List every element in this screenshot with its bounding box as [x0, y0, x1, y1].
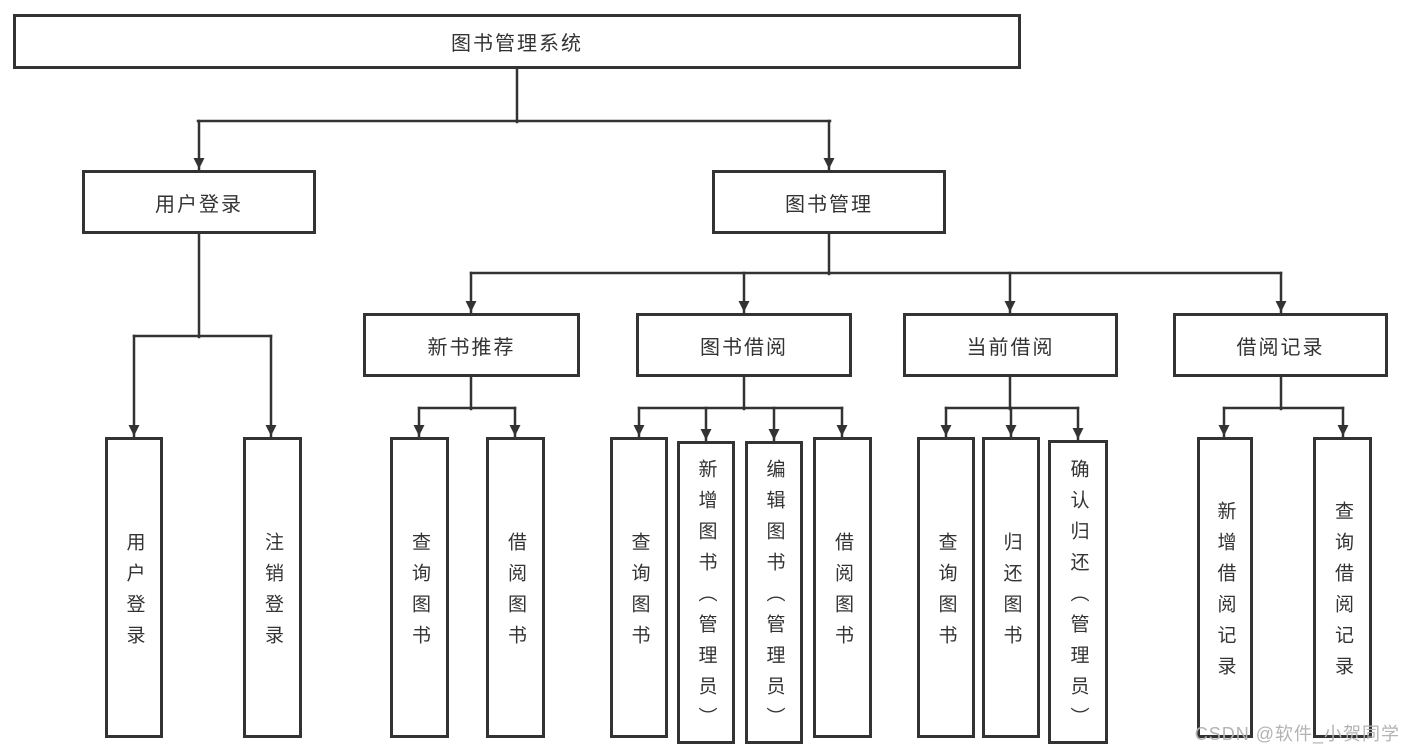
- node-current-borrow: 当前借阅: [903, 313, 1118, 377]
- leaf-query-book: 查询图书: [917, 437, 975, 738]
- leaf-label: 确认归还（管理员）: [1067, 458, 1089, 738]
- leaf-label: 新增图书（管理员）: [695, 459, 717, 738]
- leaf-label: 新增借阅记录: [1214, 500, 1236, 687]
- leaf-logout: 注销登录: [243, 437, 302, 738]
- leaf-return-book: 归还图书: [982, 437, 1040, 738]
- leaf-confirm-return-admin: 确认归还（管理员）: [1048, 440, 1108, 744]
- csdn-watermark: CSDN @软件_小贺同学: [1194, 724, 1400, 744]
- leaf-query-book: 查询图书: [610, 437, 668, 738]
- node-library-system: 图书管理系统: [13, 14, 1021, 69]
- leaf-label: 注销登录: [262, 531, 283, 656]
- node-book-management: 图书管理: [712, 170, 946, 234]
- node-new-book-recommend: 新书推荐: [363, 313, 580, 377]
- leaf-query-borrow-record: 查询借阅记录: [1313, 437, 1372, 738]
- node-user-login: 用户登录: [82, 170, 316, 234]
- leaf-edit-book-admin: 编辑图书（管理员）: [745, 441, 803, 744]
- leaf-label: 借阅图书: [505, 531, 526, 656]
- leaf-label: 用户登录: [123, 531, 145, 656]
- leaf-query-book: 查询图书: [390, 437, 449, 738]
- leaf-label: 借阅图书: [832, 531, 853, 656]
- leaf-borrow-book: 借阅图书: [813, 437, 872, 738]
- leaf-add-book-admin: 新增图书（管理员）: [677, 441, 735, 744]
- leaf-label: 查询图书: [628, 531, 650, 656]
- leaf-label: 归还图书: [1000, 531, 1022, 656]
- leaf-add-borrow-record: 新增借阅记录: [1197, 437, 1253, 738]
- node-borrow-record: 借阅记录: [1173, 313, 1388, 377]
- leaf-borrow-book: 借阅图书: [486, 437, 545, 738]
- leaf-label: 查询图书: [935, 531, 957, 656]
- leaf-label: 查询借阅记录: [1332, 500, 1353, 687]
- node-book-borrow: 图书借阅: [636, 313, 852, 377]
- leaf-label: 查询图书: [409, 531, 430, 656]
- leaf-label: 编辑图书（管理员）: [763, 459, 785, 738]
- leaf-user-login: 用户登录: [105, 437, 163, 738]
